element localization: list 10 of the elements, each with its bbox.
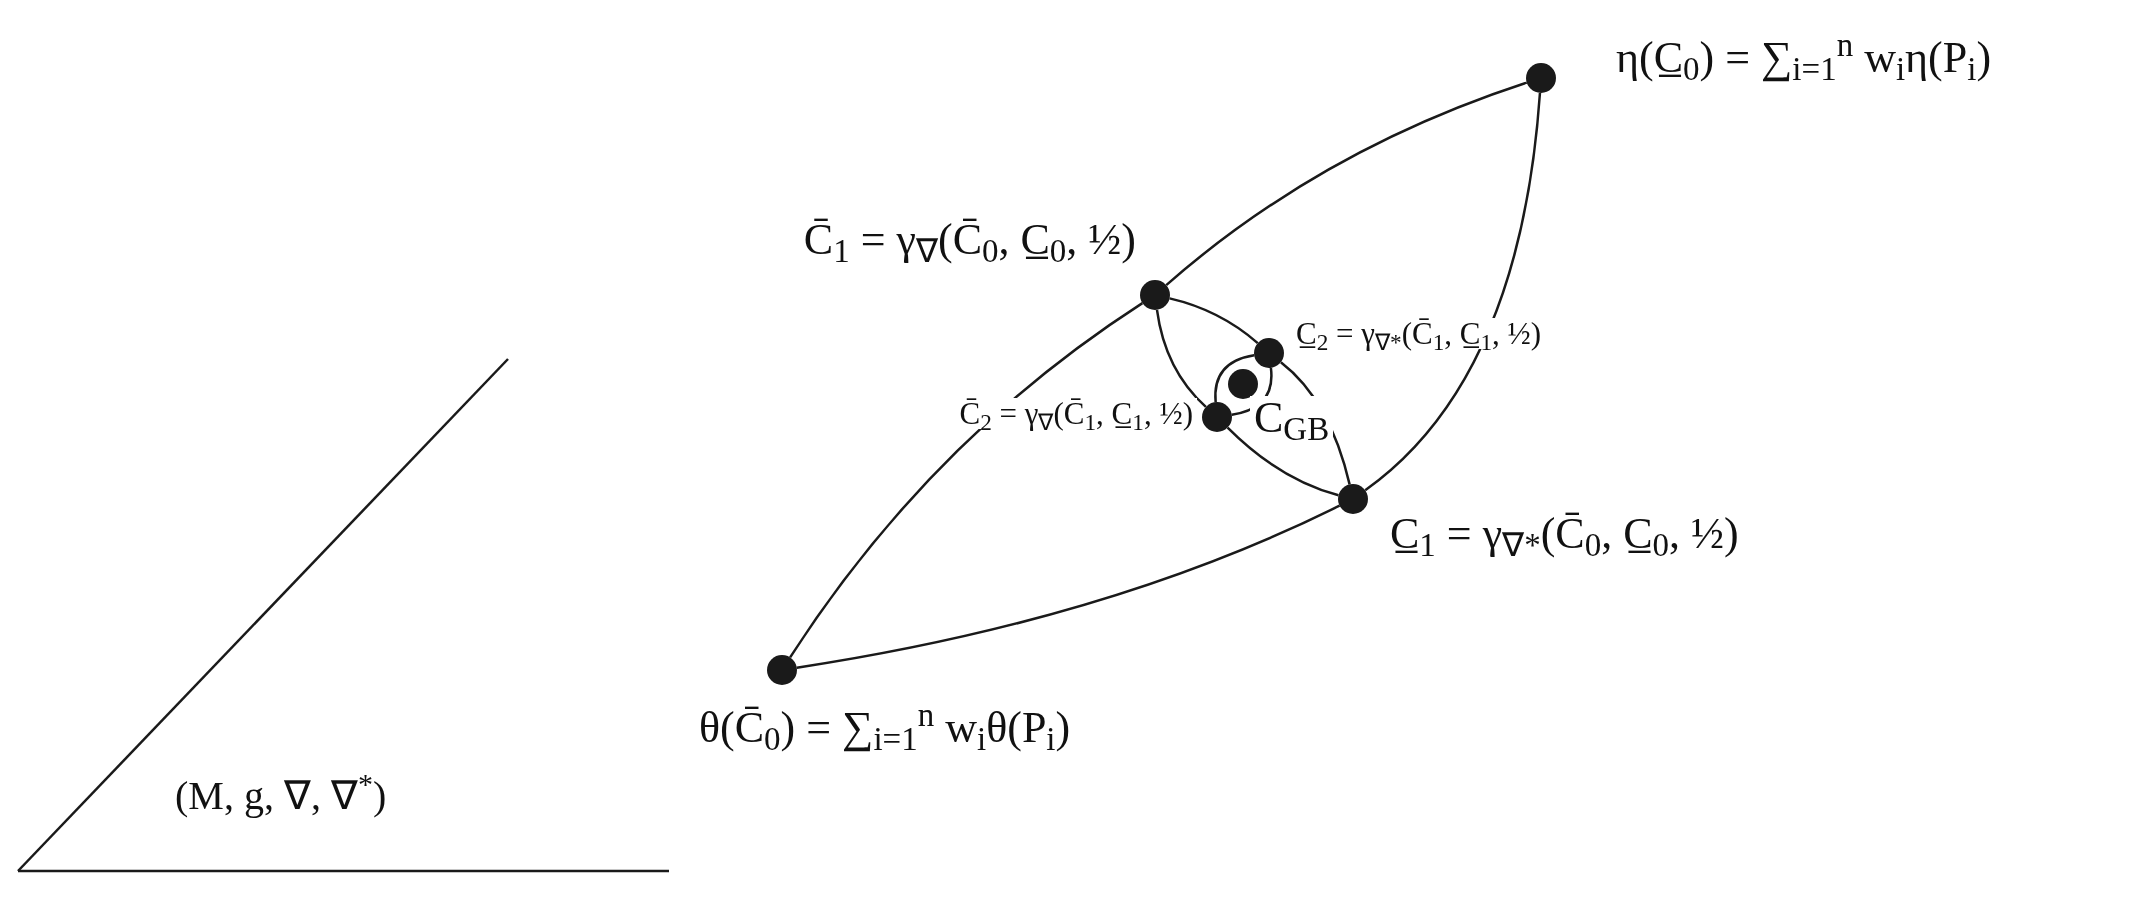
curve-line <box>1169 297 1259 345</box>
curve-line <box>796 504 1341 669</box>
curve-line <box>1165 81 1528 287</box>
space-label: (M, g, ∇, ∇$^{*}$) <box>175 776 387 816</box>
curve-line <box>1214 354 1255 403</box>
curve-line <box>789 302 1144 659</box>
curve-line <box>1364 92 1542 492</box>
curve-line <box>1226 426 1339 497</box>
point-label: C$_{GB}$ <box>1250 396 1334 440</box>
curve-line <box>1155 309 1207 408</box>
